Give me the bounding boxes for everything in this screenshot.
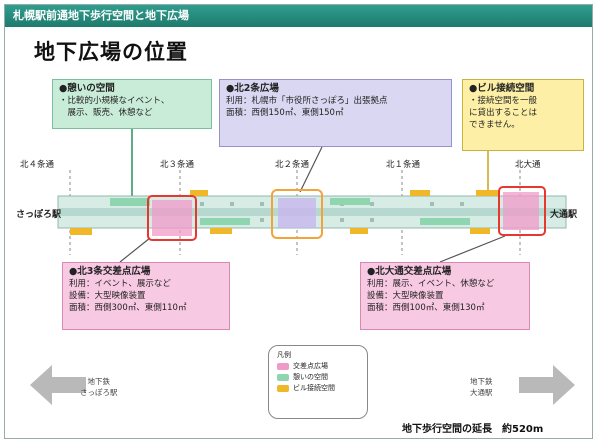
street-kita1: 北１条通 (386, 160, 421, 170)
bldg-conn-2 (190, 190, 208, 196)
callout-line: 面積：西側150㎡、東側150㎡ (226, 108, 344, 118)
nav-left-line: 地下鉄 (87, 377, 111, 386)
callout-line: できません。 (469, 120, 520, 130)
legend-item: ビル接続空間 (277, 383, 359, 394)
station-sapporo: さっぽろ駅 (16, 210, 62, 220)
left-arrow-icon (30, 365, 86, 405)
leader-kita3 (119, 237, 151, 263)
legend-label: 交差点広場 (293, 362, 328, 370)
kita2-plaza-outline (271, 189, 323, 239)
callout-title: ●ビル接続空間 (469, 83, 535, 94)
street-kita4: 北４条通 (20, 160, 55, 170)
page-frame (4, 4, 593, 439)
callout-kita3-plaza: ●北3条交差点広場 利用：イベント、展示など 設備：大型映像装置 面積：西側30… (62, 262, 230, 330)
leader-kita2 (299, 146, 323, 193)
legend-item: 交差点広場 (277, 361, 359, 372)
callout-line: ・比較的小規模なイベント、 (59, 96, 170, 106)
callout-kita2-plaza: ●北2条広場 利用：札幌市「市役所さっぽろ」出張拠点 面積：西側150㎡、東側1… (219, 79, 452, 147)
callout-line: に貸出することは (469, 108, 538, 118)
callout-line: 設備：大型映像装置 (367, 291, 444, 301)
callout-line: 利用：札幌市「市役所さっぽろ」出張拠点 (226, 96, 388, 106)
rest-space-2 (200, 218, 250, 225)
bldg-conn-3 (210, 228, 232, 234)
rest-space-3 (330, 198, 370, 205)
legend-label: ビル接続空間 (293, 384, 335, 392)
callout-line: 面積：西側300㎡、東側110㎡ (69, 303, 187, 313)
nav-left-line: さっぽろ駅 (80, 388, 118, 397)
header-banner: 札幌駅前通地下歩行空間と地下広場 (5, 5, 592, 27)
callout-odori-plaza: ●北大通交差点広場 利用：展示、イベント、休憩など 設備：大型映像装置 面積：西… (360, 262, 530, 330)
banner-title: 札幌駅前通地下歩行空間と地下広場 (13, 10, 189, 22)
callout-line: 利用：展示、イベント、休憩など (367, 279, 495, 289)
bldg-conn-4 (350, 228, 368, 234)
nav-left-caption: 地下鉄 さっぽろ駅 (80, 376, 118, 398)
legend-label: 憩いの空間 (293, 373, 328, 381)
callout-building-connection: ●ビル接続空間 ・接続空間を一般 に貸出することは できません。 (462, 79, 584, 151)
callout-title: ●北2条広場 (226, 83, 279, 94)
kita2-plaza-fill (278, 198, 316, 228)
kita3-plaza-outline (147, 195, 197, 241)
nav-right-line: 大通駅 (470, 388, 493, 397)
callout-line: ・接続空間を一般 (469, 96, 538, 106)
odori-plaza-outline (498, 186, 546, 236)
street-odori: 北大通 (515, 160, 541, 170)
legend-item: 憩いの空間 (277, 372, 359, 383)
bldg-conn-5 (410, 190, 430, 196)
street-kita2: 北２条通 (275, 160, 310, 170)
callout-line: 展示、販売、休憩など (59, 108, 153, 118)
odori-plaza-fill (503, 192, 539, 230)
bldg-conn-7 (470, 228, 490, 234)
legend-swatch-building (277, 385, 289, 392)
callout-line: 利用：イベント、展示など (69, 279, 171, 289)
rest-space-4 (420, 218, 470, 225)
corridor-length-caption: 地下歩行空間の延長 約520m (402, 424, 544, 435)
legend-title: 凡例 (277, 351, 291, 359)
station-odori: 大通駅 (550, 210, 578, 220)
legend-swatch-rest (277, 374, 289, 381)
callout-line: 面積：西側100㎡、東側130㎡ (367, 303, 485, 313)
callout-title: ●北大通交差点広場 (367, 266, 452, 277)
nav-right-caption: 地下鉄 大通駅 (470, 376, 493, 398)
callout-title: ●北3条交差点広場 (69, 266, 151, 277)
street-kita3: 北３条通 (160, 160, 195, 170)
nav-right-line: 地下鉄 (470, 377, 493, 386)
right-arrow-icon (519, 365, 575, 405)
kita3-plaza-fill (152, 200, 192, 236)
callout-line: 設備：大型映像装置 (69, 291, 146, 301)
bldg-conn-6 (476, 190, 498, 196)
callout-title: ●憩いの空間 (59, 83, 115, 94)
legend: 凡例 交差点広場 憩いの空間 ビル接続空間 (268, 345, 368, 419)
leader-odori (439, 235, 506, 263)
legend-swatch-plaza (277, 363, 289, 370)
page-title: 地下広場の位置 (34, 40, 188, 64)
rest-space-1 (110, 198, 150, 206)
callout-rest-space: ●憩いの空間 ・比較的小規模なイベント、 展示、販売、休憩など (52, 79, 212, 129)
bldg-conn-1 (70, 228, 92, 235)
